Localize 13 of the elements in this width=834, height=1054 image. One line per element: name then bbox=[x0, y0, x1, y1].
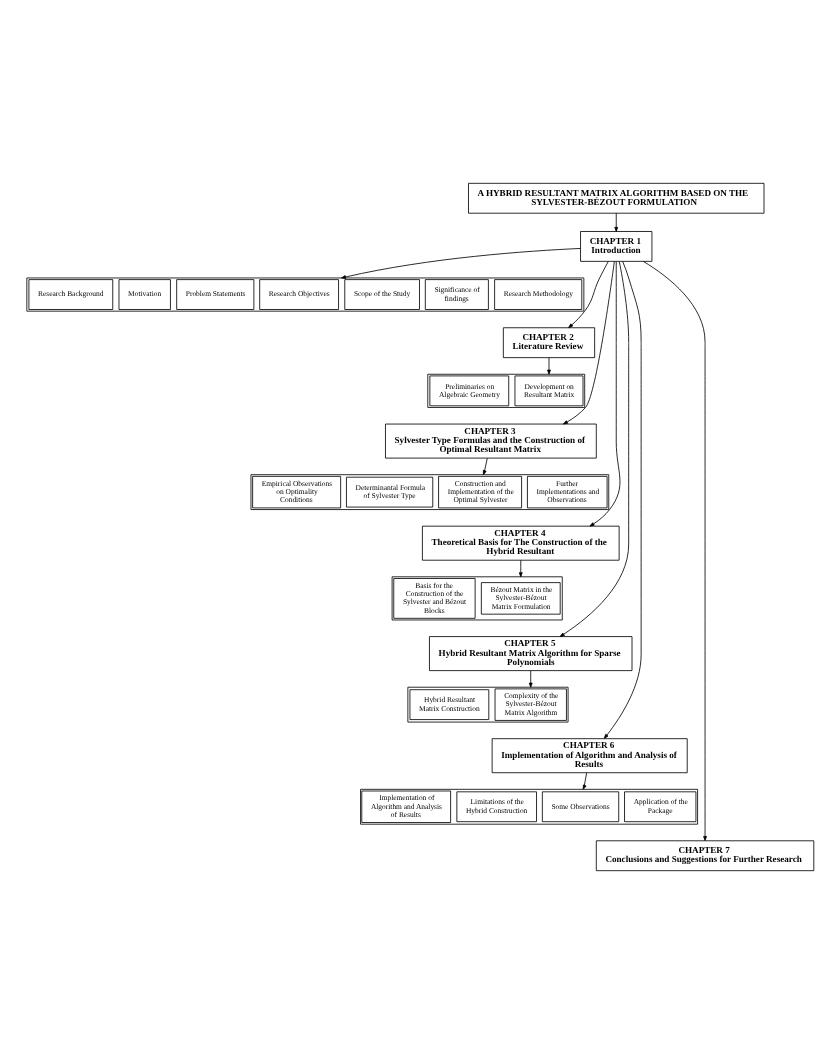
arrow bbox=[559, 261, 630, 637]
arrow bbox=[568, 261, 609, 329]
arrow bbox=[563, 261, 615, 425]
arrow bbox=[547, 357, 551, 375]
arrow bbox=[582, 772, 588, 790]
arrow bbox=[614, 212, 619, 232]
arrow bbox=[482, 457, 488, 476]
arrow bbox=[341, 248, 581, 279]
arrow bbox=[528, 670, 533, 688]
arrow bbox=[589, 261, 621, 527]
arrow bbox=[642, 260, 707, 841]
arrow bbox=[518, 559, 523, 578]
arrow bbox=[603, 261, 642, 739]
